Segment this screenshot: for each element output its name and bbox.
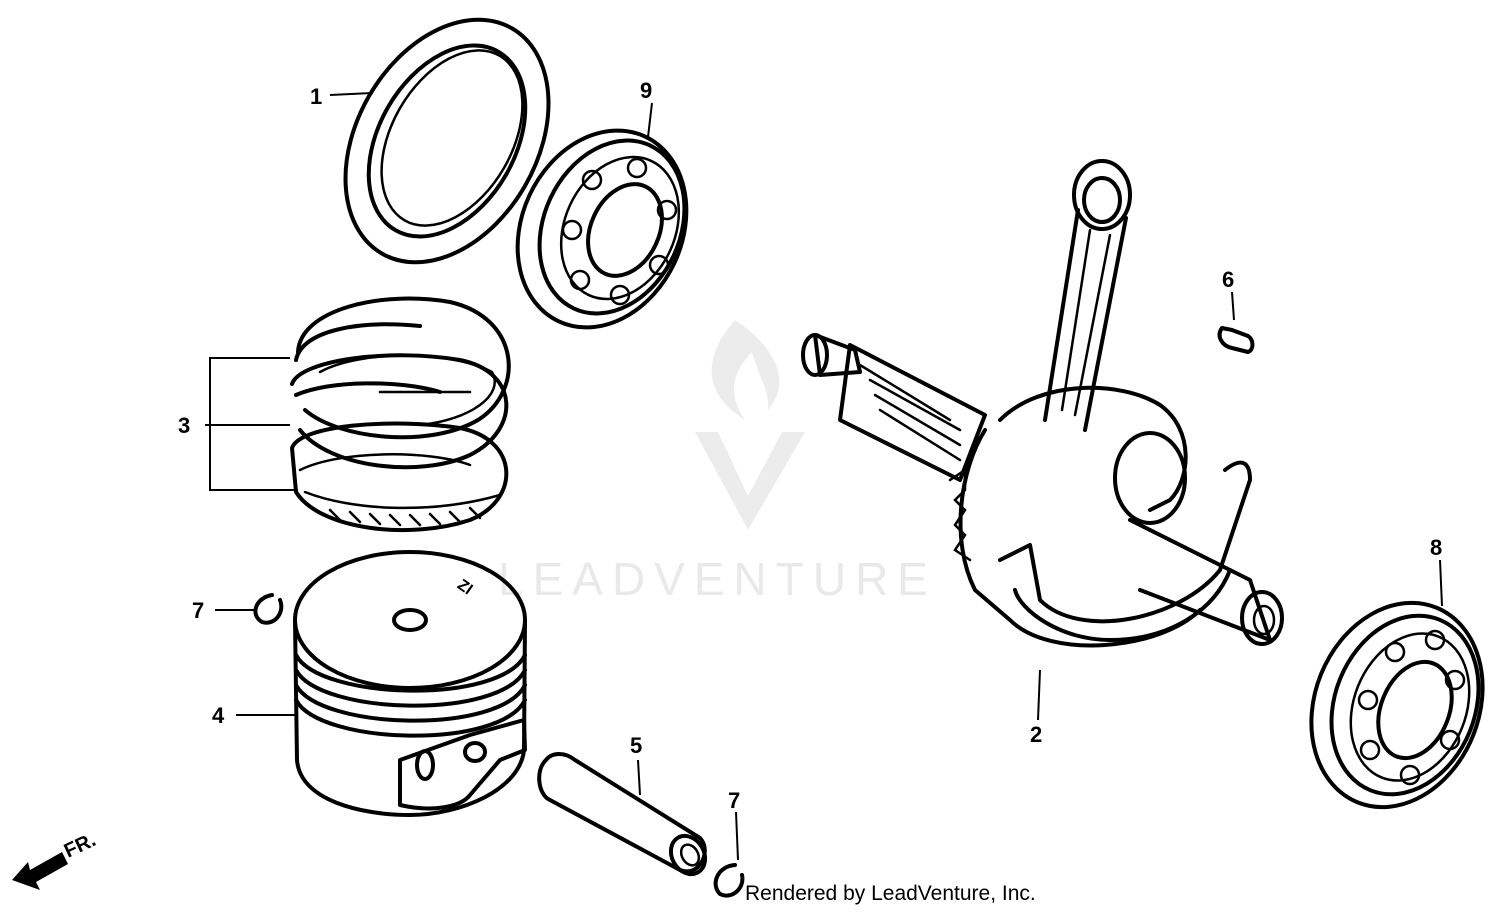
callout-8: 8 [1430, 535, 1442, 560]
callout-2: 2 [1030, 722, 1042, 747]
leadventure-watermark: LEADVENTURE [498, 320, 937, 605]
piston-mark: ZI [454, 576, 475, 598]
ball-bearing-upper [515, 128, 689, 330]
callout-leaders [205, 92, 1443, 861]
callout-5: 5 [630, 733, 642, 758]
render-credit: Rendered by LeadVenture, Inc. [745, 882, 1036, 905]
front-direction-arrow-icon: FR. [12, 829, 99, 890]
ball-bearing-lower [1309, 600, 1485, 810]
piston-pin-clip-upper [253, 593, 284, 625]
piston-pin [537, 752, 708, 877]
callout-4: 4 [212, 703, 225, 728]
watermark-text: LEADVENTURE [498, 553, 937, 605]
piston: ZI [293, 550, 527, 817]
callout-6: 6 [1222, 267, 1234, 292]
crankshaft-assembly [801, 159, 1284, 648]
callout-1: 1 [310, 84, 322, 109]
piston-ring-set [290, 296, 511, 533]
piston-pin-clip-lower [713, 863, 745, 898]
woodruff-key [1217, 326, 1255, 354]
oil-seal [343, 17, 551, 265]
callout-9: 9 [640, 78, 652, 103]
callout-7-piston: 7 [192, 598, 204, 623]
callout-7-pin: 7 [728, 788, 740, 813]
callout-3: 3 [178, 413, 190, 438]
front-label: FR. [61, 829, 99, 863]
